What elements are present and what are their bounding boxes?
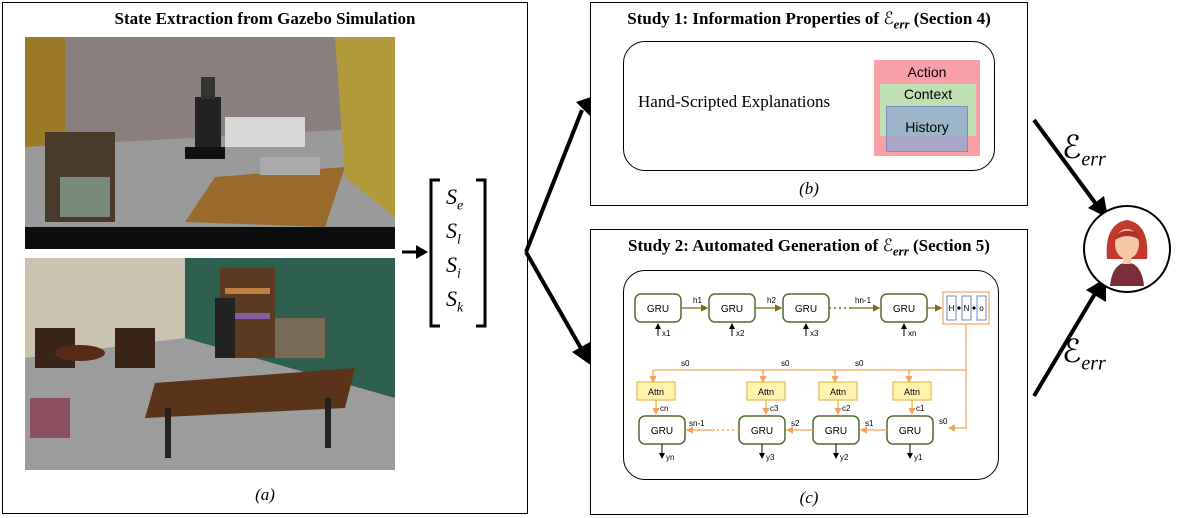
hn-1-label: hn-1 (855, 296, 872, 305)
decoder-gru-1: GRU (886, 415, 934, 445)
encoder-gru-3: GRU (782, 293, 830, 323)
s1-label: s1 (865, 419, 874, 428)
s0-label-2: s0 (781, 359, 790, 368)
encoder-gru-n: GRU (880, 293, 928, 323)
panel-b: Study 1: Information Properties of ℰerr … (590, 2, 1028, 206)
panel-c-title: Study 2: Automated Generation of ℰerr (S… (628, 236, 990, 259)
state-vector: Se Sl Si Sk (428, 178, 488, 328)
state-k: Sk (446, 286, 464, 316)
panel-a-title: State Extraction from Gazebo Simulation (114, 9, 416, 28)
y2-label: y2 (840, 453, 849, 462)
s0-label-right: s0 (939, 417, 948, 426)
memory-block: H N o (942, 291, 990, 325)
h1-label: h1 (693, 296, 702, 305)
decoder-gru-n: GRU (638, 415, 686, 445)
study1-box: Hand-Scripted Explanations Action Contex… (623, 41, 995, 171)
svg-text:Attn: Attn (648, 387, 664, 397)
y3-label: y3 (766, 453, 775, 462)
arrow-to-state-vector (402, 245, 428, 259)
svg-text:Attn: Attn (758, 387, 774, 397)
svg-text:GRU: GRU (721, 304, 743, 315)
svg-text:GRU: GRU (893, 304, 915, 315)
decoder-gru-2: GRU (812, 415, 860, 445)
svg-text:GRU: GRU (795, 304, 817, 315)
history-layer: History (886, 106, 968, 152)
attn-n: Attn (636, 381, 676, 401)
svg-text:GRU: GRU (647, 304, 669, 315)
history-label: History (905, 119, 949, 135)
svg-text:Attn: Attn (830, 387, 846, 397)
x3-label: x3 (810, 329, 819, 338)
state-l: Sl (446, 218, 461, 248)
panel-a: State Extraction from Gazebo Simulation (2, 2, 528, 514)
panel-a-caption: (a) (255, 485, 275, 504)
panel-c-caption: (c) (799, 488, 819, 507)
sn-1-label: sn-1 (689, 419, 705, 428)
state-i: Si (446, 252, 461, 282)
arrows-to-user (1032, 118, 1108, 398)
s0-label-1: s0 (681, 359, 690, 368)
encoder-gru-2: GRU (708, 293, 756, 323)
svg-text:N: N (964, 304, 970, 313)
action-label: Action (907, 64, 947, 80)
context-label: Context (903, 86, 953, 102)
svg-text:o: o (979, 304, 984, 313)
attn-1: Attn (892, 381, 932, 401)
cn-label: cn (660, 404, 668, 413)
panel-b-caption: (b) (799, 179, 819, 198)
xn-label: xn (908, 329, 916, 338)
x2-label: x2 (736, 329, 745, 338)
gazebo-living-room-image (25, 258, 395, 470)
svg-text:H: H (949, 304, 955, 313)
branch-arrows (524, 96, 594, 366)
x1-label: x1 (662, 329, 671, 338)
hand-scripted-label: Hand-Scripted Explanations (638, 92, 831, 111)
svg-text:GRU: GRU (651, 426, 673, 437)
left-bracket (429, 178, 440, 328)
y1-label: y1 (914, 453, 923, 462)
svg-text:GRU: GRU (751, 426, 773, 437)
c3-label: c3 (770, 404, 779, 413)
s2-label: s2 (791, 419, 800, 428)
attn-3: Attn (746, 381, 786, 401)
study2-box (623, 270, 999, 480)
svg-text:GRU: GRU (825, 426, 847, 437)
attn-2: Attn (818, 381, 858, 401)
encoder-gru-1: GRU (634, 293, 682, 323)
output-label-bottom: ℰerr (1062, 333, 1106, 375)
yn-label: yn (666, 453, 674, 462)
panel-b-title: Study 1: Information Properties of ℰerr … (627, 9, 991, 32)
s0-label-3: s0 (855, 359, 864, 368)
output-label-top: ℰerr (1062, 129, 1106, 171)
panel-c: Study 2: Automated Generation of ℰerr (S… (590, 229, 1028, 515)
gazebo-kitchen-image (25, 37, 395, 249)
state-e: Se (446, 184, 464, 214)
user-avatar (1083, 205, 1171, 293)
seq2seq-diagram: GRU GRU GRU GRU h1 h2 hn-1 x1 x2 x3 xn H… (634, 291, 990, 462)
c1-label: c1 (916, 404, 925, 413)
h2-label: h2 (767, 296, 776, 305)
svg-text:Attn: Attn (904, 387, 920, 397)
decoder-gru-3: GRU (738, 415, 786, 445)
c2-label: c2 (842, 404, 851, 413)
right-bracket (476, 178, 487, 328)
svg-text:GRU: GRU (899, 426, 921, 437)
